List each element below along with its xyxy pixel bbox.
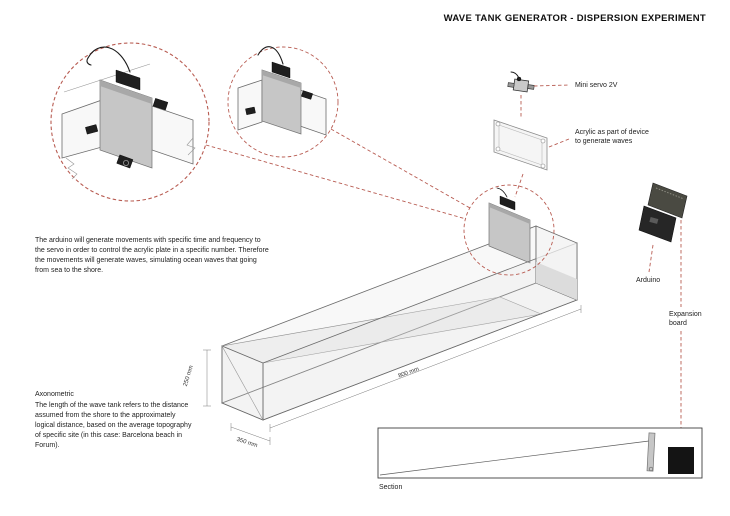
axonometric-heading: Axonometric [35,391,74,398]
arduino-note: The arduino will generate movements with… [35,237,269,274]
tank-far-end-shading [536,262,577,300]
section-arduino-box [668,447,694,474]
detail2-acrylic-plate [261,69,302,135]
wall-clamp [301,90,313,100]
section-view [377,427,703,479]
arduino-components [638,182,688,243]
arduino-label: Arduino [636,277,661,284]
expansion-label-line1: Expansion [669,311,702,318]
detail-callout-right [227,46,339,158]
generator-detail-circle [463,184,555,276]
acrylic-label-line2: to generate waves [575,138,633,146]
dimension-lines [203,305,582,445]
exploded-acrylic-plate [493,119,548,171]
mini-servo-label: Mini servo 2V [575,82,618,89]
wall-clamp [85,124,99,135]
servo-wire [257,46,284,65]
acrylic-label: Acrylic as part of device to generate wa… [575,128,649,147]
detail-wall-right [151,105,194,165]
section-label: Section [379,484,403,491]
component-leader-lines [648,220,682,447]
axonometric-note: The length of the wave tank refers to th… [35,402,192,449]
detail2-servo [271,61,291,79]
acrylic-label-line1: Acrylic as part of device [575,129,649,136]
expansion-label-line2: board [669,320,687,328]
servo-on-plate [499,195,516,211]
wall-clamp [152,98,169,111]
servo-wire [87,46,131,73]
callout-circle-left [50,42,210,202]
section-topography-line [379,440,650,476]
section-generator-plate [646,432,656,472]
detail2-wall-left [237,79,263,131]
detail-acrylic-plate [99,79,153,169]
expansion-board-component [647,182,688,219]
arduino-component [638,205,677,243]
exploded-leader-lines [514,84,570,198]
detail-callout-left [50,42,210,202]
page-title: WAVE TANK GENERATOR - DISPERSION EXPERIM… [443,13,706,24]
callout-circle-right [227,46,339,158]
expansion-board-label: Expansion board [669,310,702,329]
callout-leader-lines [205,128,471,220]
wall-clamp [245,106,256,116]
plate-base-mount [116,154,134,169]
exploded-servo [507,71,535,93]
wave-tank-axonometric [220,187,578,421]
generator-acrylic-plate [488,187,531,264]
detail-servo [115,69,141,91]
